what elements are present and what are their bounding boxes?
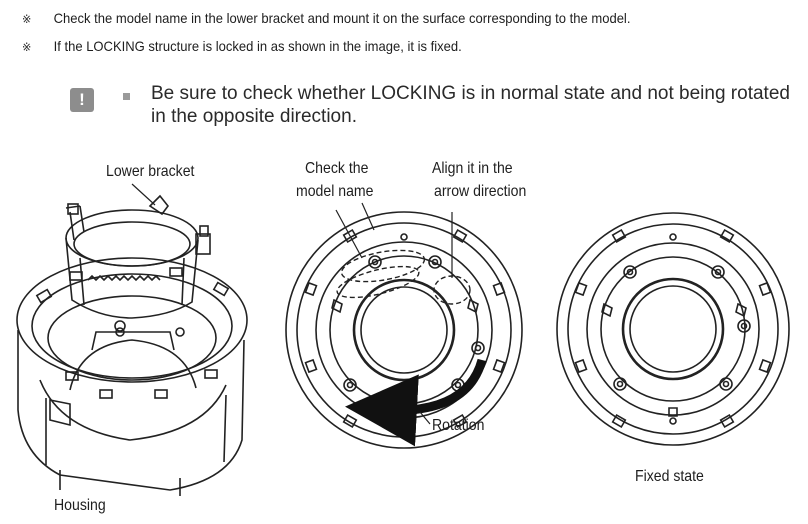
caution-text: Be sure to check whether LOCKING is in n… (151, 83, 790, 127)
fixed-state-view (556, 212, 790, 446)
reference-mark-icon: ※ (22, 40, 32, 54)
note-locking: ※ If the LOCKING structure is locked in a… (22, 37, 462, 56)
fixed-state-label: Fixed state (635, 468, 704, 485)
note-text: Check the model name in the lower bracke… (53, 10, 631, 26)
housing-illustration (16, 257, 248, 496)
check-model-label-line2: model name (296, 183, 374, 200)
bullet-icon (123, 93, 130, 100)
mounting-diagram (16, 183, 790, 496)
housing-label: Housing (54, 497, 106, 514)
note-model-name: ※ Check the model name in the lower brack… (22, 9, 630, 28)
caution-icon: ! (70, 88, 94, 112)
lower-bracket-label: Lower bracket (106, 163, 195, 180)
rotation-arrow (345, 358, 487, 447)
check-model-label-line1: Check the (305, 160, 369, 177)
lower-bracket-illustration (65, 183, 211, 332)
align-label-line2: arrow direction (434, 183, 527, 200)
rotation-label: Rotation (432, 417, 485, 434)
leader-lines (335, 202, 453, 278)
align-label-line1: Align it in the (432, 160, 513, 177)
reference-mark-icon: ※ (22, 12, 32, 26)
note-text: If the LOCKING structure is locked in as… (53, 38, 462, 54)
